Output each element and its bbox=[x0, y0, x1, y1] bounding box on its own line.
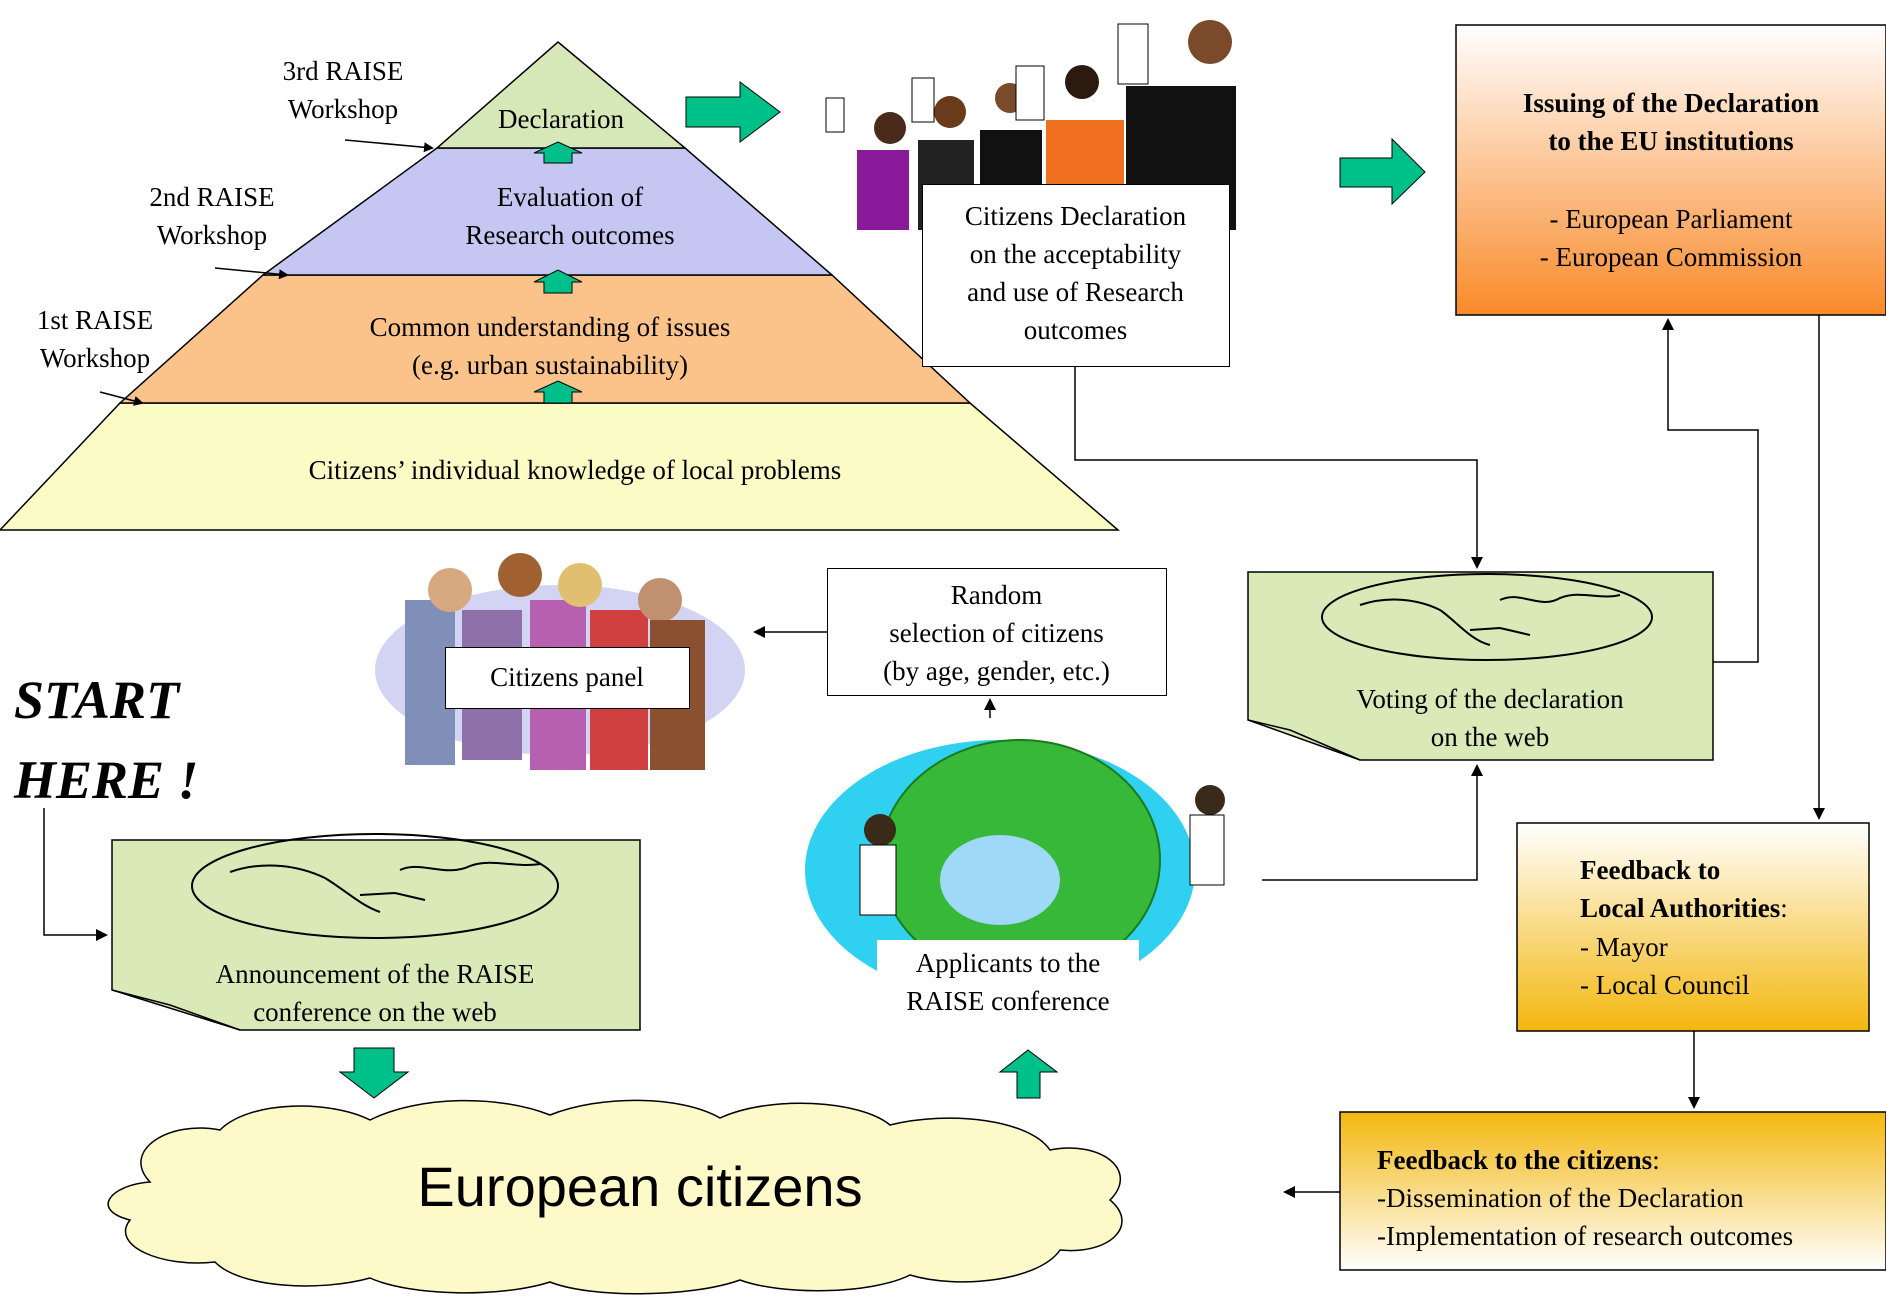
citizens-declaration-line2: on the acceptability bbox=[969, 239, 1182, 269]
feedback-local-colon: : bbox=[1780, 893, 1788, 923]
pyramid-up-arrows bbox=[533, 141, 583, 404]
feedback-local-title-line2: Local Authorities bbox=[1580, 893, 1781, 923]
issuing-title-line1: Issuing of the Declaration bbox=[1522, 88, 1820, 118]
pyramid-level-top-label: Declaration bbox=[498, 104, 624, 134]
issuing-item-commission: - European Commission bbox=[1539, 242, 1803, 272]
pyramid-level-low-label-line2: (e.g. urban sustainability) bbox=[412, 350, 688, 380]
start-line1: START bbox=[14, 670, 180, 730]
issuing-box-bg bbox=[1455, 24, 1886, 316]
feedback-local-box-bg bbox=[1516, 822, 1870, 1032]
feedback-citizens-colon: : bbox=[1652, 1145, 1660, 1175]
pyramid-level-base-label: Citizens’ individual knowledge of local … bbox=[308, 455, 842, 485]
connectors bbox=[43, 315, 1825, 1198]
feedback-citizens-box-bg bbox=[1339, 1111, 1886, 1271]
pyramid bbox=[0, 41, 1121, 531]
applicants-line1: Applicants to the bbox=[915, 948, 1101, 978]
pyramid-level-low-label-line1: Common understanding of issues bbox=[369, 312, 731, 342]
up-arrow-icon bbox=[533, 380, 583, 404]
workshop-pointers bbox=[99, 139, 434, 406]
announcement-globe-icon bbox=[191, 833, 559, 939]
feedback-citizens-title-wrap: Feedback to the citizens: bbox=[1377, 1141, 1660, 1179]
feedback-local-item-mayor: - Mayor bbox=[1580, 932, 1668, 962]
applicants-line2: RAISE conference bbox=[906, 986, 1110, 1016]
voting-document-shape bbox=[1247, 571, 1714, 761]
feedback-citizens-item-implementation: -Implementation of research outcomes bbox=[1377, 1221, 1794, 1251]
issuing-item-parliament: - European Parliament bbox=[1549, 204, 1793, 234]
feedback-local-item-council: - Local Council bbox=[1580, 970, 1750, 1000]
workshop-2nd-label-line2: Workshop bbox=[156, 220, 268, 250]
workshop-2nd-label-line1: 2nd RAISE bbox=[149, 182, 275, 212]
citizens-panel-box: Citizens panel bbox=[445, 647, 690, 709]
workshop-1st-label-line2: Workshop bbox=[39, 343, 151, 373]
citizens-declaration-box: Citizens Declaration on the acceptabilit… bbox=[922, 184, 1230, 367]
feedback-local-title-line1: Feedback to bbox=[1580, 855, 1721, 885]
pyramid-level-mid-label-line1: Evaluation of bbox=[496, 182, 644, 212]
random-selection-box: Random selection of citizens (by age, ge… bbox=[827, 568, 1167, 696]
workshop-3rd-label-line1: 3rd RAISE bbox=[282, 56, 404, 86]
announcement-document-shape bbox=[111, 839, 641, 1031]
right-arrow-icon bbox=[1339, 137, 1426, 206]
announcement-line2: conference on the web bbox=[253, 997, 497, 1027]
citizens-panel-label: Citizens panel bbox=[490, 662, 644, 692]
right-arrow-icon bbox=[685, 81, 781, 143]
globe-clipart bbox=[805, 739, 1225, 1000]
up-arrow-icon bbox=[533, 269, 583, 294]
citizens-declaration-line1: Citizens Declaration bbox=[964, 201, 1187, 231]
random-selection-line2: selection of citizens bbox=[889, 618, 1104, 648]
european-citizens-cloud bbox=[107, 1099, 1123, 1295]
up-arrow-icon bbox=[998, 1049, 1059, 1099]
european-citizens-label: European citizens bbox=[417, 1155, 863, 1218]
announcement-line1: Announcement of the RAISE bbox=[215, 959, 535, 989]
start-here-label: START HERE ! bbox=[14, 660, 199, 820]
workshop-1st-label-line1: 1st RAISE bbox=[36, 305, 154, 335]
citizens-declaration-line3: and use of Research bbox=[967, 277, 1184, 307]
up-arrow-icon bbox=[533, 141, 583, 164]
feedback-local-title-line2-wrap: Local Authorities: bbox=[1580, 889, 1788, 927]
voting-line1: Voting of the declaration bbox=[1356, 684, 1624, 714]
random-selection-line1: Random bbox=[950, 580, 1043, 610]
feedback-citizens-title: Feedback to the citizens bbox=[1377, 1145, 1653, 1175]
issuing-title-line2: to the EU institutions bbox=[1548, 126, 1794, 156]
random-selection-line3: (by age, gender, etc.) bbox=[883, 656, 1110, 686]
workshop-3rd-label-line2: Workshop bbox=[287, 94, 399, 124]
applicants-box: Applicants to the RAISE conference bbox=[877, 940, 1139, 1032]
start-line2: HERE ! bbox=[14, 750, 199, 810]
down-arrow-icon bbox=[338, 1047, 410, 1099]
pyramid-level-mid-label-line2: Research outcomes bbox=[465, 220, 675, 250]
voting-line2: on the web bbox=[1430, 722, 1550, 752]
voting-globe-icon bbox=[1321, 573, 1653, 661]
feedback-citizens-item-dissemination: -Dissemination of the Declaration bbox=[1377, 1183, 1744, 1213]
citizens-declaration-line4: outcomes bbox=[1023, 315, 1128, 345]
